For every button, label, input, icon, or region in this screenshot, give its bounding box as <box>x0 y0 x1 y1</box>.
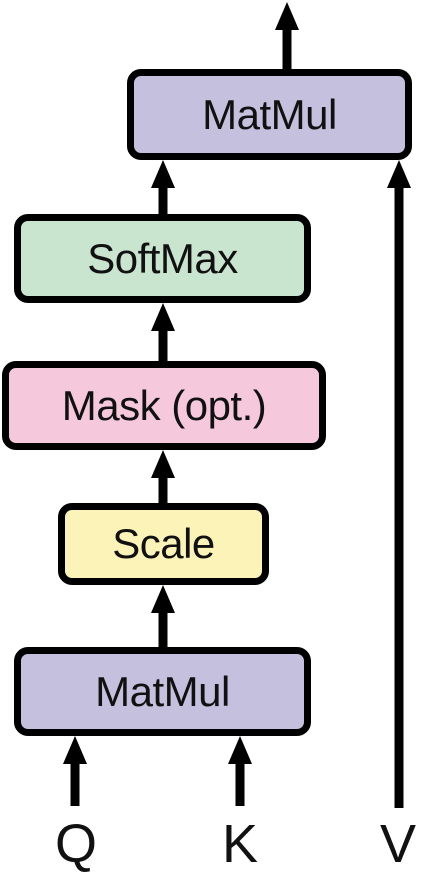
input-label-v: V <box>379 814 417 874</box>
q-to-matmul-arrowhead <box>63 736 87 764</box>
matmul-top-block: MatMul <box>127 69 412 160</box>
mask-to-softmax-arrowhead <box>151 303 175 331</box>
input-label-k: K <box>221 814 259 874</box>
matmul-bottom-block: MatMul <box>14 647 311 736</box>
scale-block: Scale <box>58 503 269 585</box>
matmul-to-scale-arrowhead <box>151 585 175 613</box>
matmul-bottom-label: MatMul <box>95 667 230 715</box>
v-to-matmul-arrowhead <box>387 160 411 188</box>
scale-to-mask-arrowhead <box>151 450 175 478</box>
softmax-block: SoftMax <box>14 214 311 303</box>
scale-label: Scale <box>112 520 215 567</box>
mask-block: Mask (opt.) <box>2 361 326 450</box>
matmul-top-label: MatMul <box>202 90 337 138</box>
k-to-matmul-arrowhead <box>228 736 252 764</box>
softmax-to-matmul-arrowhead <box>151 160 175 188</box>
softmax-label: SoftMax <box>87 234 238 282</box>
mask-label: Mask (opt.) <box>61 381 267 429</box>
input-label-q: Q <box>54 814 97 874</box>
output-arrowhead <box>275 2 299 30</box>
